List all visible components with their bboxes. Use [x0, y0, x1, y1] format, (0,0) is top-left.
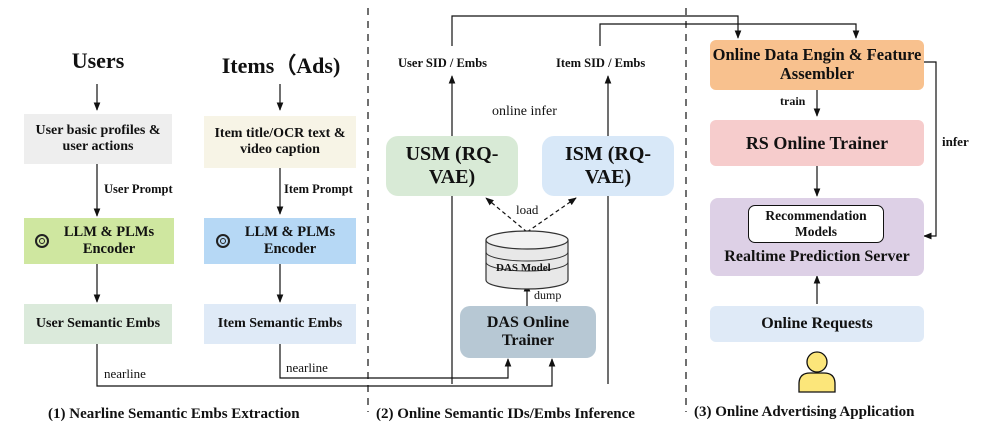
nearline-user-label: nearline: [104, 366, 146, 381]
user-profile-text: User basic profiles & user actions: [35, 122, 161, 154]
rs-trainer-box: RS Online Trainer: [710, 120, 924, 166]
database-icon: [485, 230, 569, 290]
item-emb-box: Item Semantic Embs: [204, 304, 356, 344]
train-label: train: [780, 94, 806, 108]
user-prompt-label: User Prompt: [104, 182, 173, 196]
user-encoder-text: LLM & PLMs Encoder: [63, 224, 155, 257]
data-engine-box: Online Data Engin & Feature Assembler: [710, 40, 924, 90]
item-encoder-box: LLM & PLMs Encoder: [204, 218, 356, 264]
user-emb-box: User Semantic Embs: [24, 304, 172, 344]
usm-text: USM (RQ-VAE): [405, 143, 499, 188]
prediction-server-label: Realtime Prediction Server: [724, 248, 910, 265]
ism-box: ISM (RQ-VAE): [542, 136, 674, 196]
item-text-text: Item title/OCR text & video caption: [214, 125, 346, 157]
user-sid-label: User SID / Embs: [398, 56, 488, 70]
dump-label: dump: [534, 288, 562, 302]
rec-models-box: Recommendation Models: [748, 205, 884, 243]
online-infer-label: online infer: [492, 104, 557, 119]
rs-trainer-text: RS Online Trainer: [745, 132, 889, 153]
infer-label: infer: [942, 134, 969, 149]
caption-section-2: (2) Online Semantic IDs/Embs Inference: [376, 406, 635, 422]
caption-section-3: (3) Online Advertising Application: [694, 404, 915, 420]
online-requests-box: Online Requests: [710, 306, 924, 342]
item-sid-label: Item SID / Embs: [556, 56, 646, 70]
online-requests-text: Online Requests: [761, 314, 873, 332]
item-text-box: Item title/OCR text & video caption: [204, 116, 356, 168]
user-emb-text: User Semantic Embs: [35, 315, 161, 331]
usm-box: USM (RQ-VAE): [386, 136, 518, 196]
openai-icon: [216, 234, 230, 248]
item-emb-text: Item Semantic Embs: [217, 315, 343, 331]
users-header: Users: [71, 48, 125, 73]
caption-section-1: (1) Nearline Semantic Embs Extraction: [48, 406, 300, 422]
das-model-label: DAS Model: [496, 262, 551, 274]
user-encoder-box: LLM & PLMs Encoder: [24, 218, 174, 264]
load-label: load: [516, 202, 539, 217]
das-trainer-text: DAS Online Trainer: [486, 313, 570, 349]
das-trainer-box: DAS Online Trainer: [460, 306, 596, 358]
user-profile-box: User basic profiles & user actions: [24, 114, 172, 164]
ism-text: ISM (RQ-VAE): [564, 143, 652, 188]
rec-models-text: Recommendation Models: [765, 208, 867, 239]
item-prompt-label: Item Prompt: [284, 182, 353, 196]
data-engine-text: Online Data Engin & Feature Assembler: [712, 45, 922, 83]
item-encoder-text: LLM & PLMs Encoder: [244, 224, 336, 257]
items-header: Items（Ads): [221, 53, 341, 78]
openai-icon: [35, 234, 49, 248]
nearline-item-label: nearline: [286, 360, 328, 375]
user-person-icon: [798, 351, 836, 393]
